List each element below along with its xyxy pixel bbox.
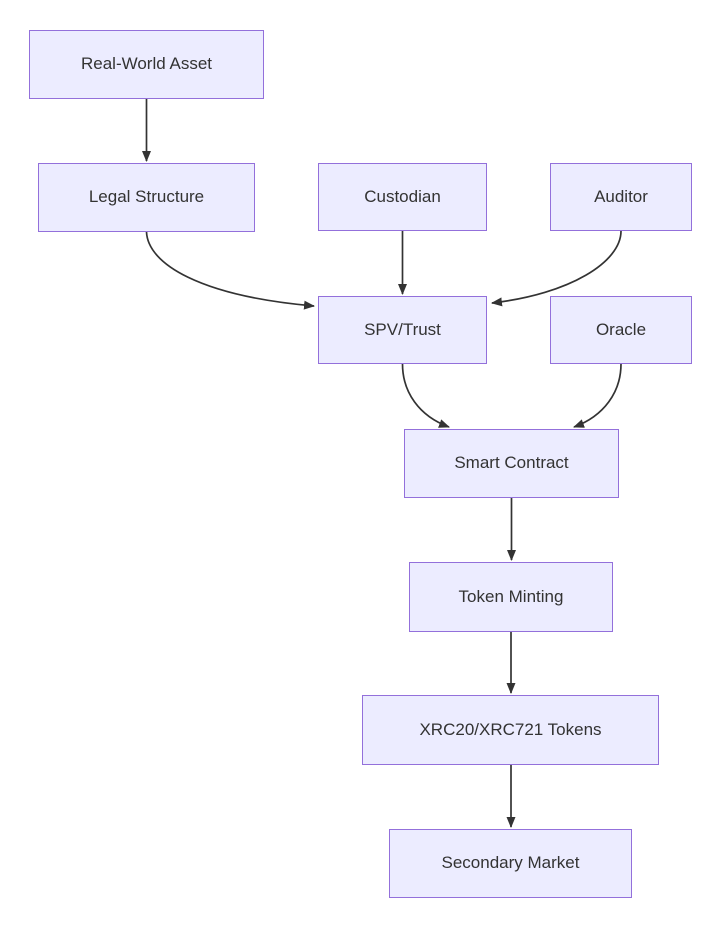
node-real-world-asset-label: Real-World Asset [80, 54, 212, 74]
node-legal-structure: Legal Structure [38, 163, 255, 232]
node-legal-structure-label: Legal Structure [88, 187, 205, 207]
edge-auditor-to-spv-trust [491, 230, 622, 307]
edge-spv-trust-to-smart-contract [401, 363, 450, 428]
node-token-minting: Token Minting [409, 562, 613, 632]
node-smart-contract-label: Smart Contract [454, 453, 569, 473]
node-real-world-asset: Real-World Asset [29, 30, 264, 99]
node-custodian: Custodian [318, 163, 487, 231]
node-secondary-market: Secondary Market [389, 829, 632, 898]
node-spv-trust-label: SPV/Trust [364, 319, 441, 339]
node-secondary-market-label: Secondary Market [441, 853, 580, 873]
node-xrc-tokens-label: XRC20/XRC721 Tokens [419, 719, 602, 739]
node-auditor: Auditor [550, 163, 692, 231]
edge-oracle-to-smart-contract [573, 363, 622, 428]
edge-legal-structure-to-spv-trust [145, 231, 315, 310]
node-custodian-label: Custodian [364, 186, 441, 206]
node-smart-contract: Smart Contract [404, 429, 619, 498]
node-auditor-label: Auditor [594, 186, 648, 206]
node-oracle: Oracle [550, 296, 692, 364]
node-xrc-tokens: XRC20/XRC721 Tokens [362, 695, 659, 765]
node-oracle-label: Oracle [595, 319, 647, 339]
node-token-minting-label: Token Minting [458, 586, 564, 606]
node-spv-trust: SPV/Trust [318, 296, 487, 364]
